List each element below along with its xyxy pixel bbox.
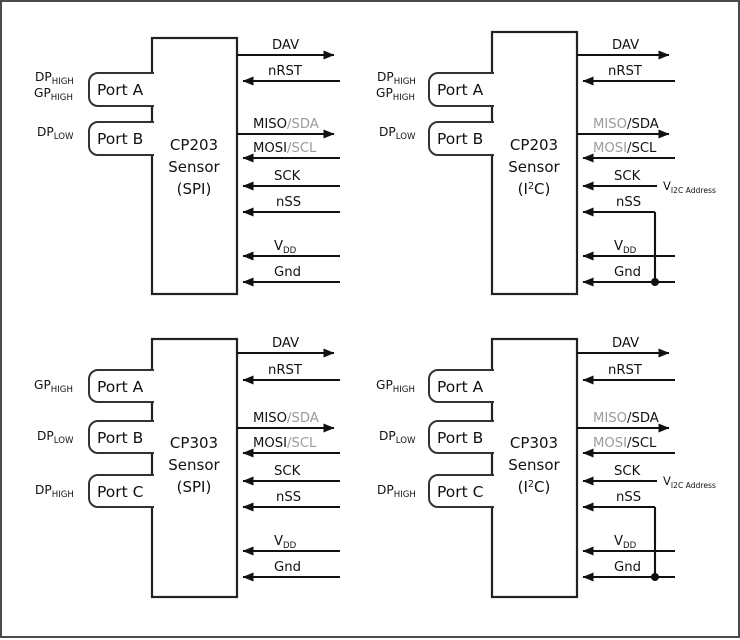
signal-vdd-tl: VDD: [274, 239, 297, 256]
signal-mosi-scl-bl: MOSI/SCL: [253, 436, 317, 451]
signal-nrst-br: nRST: [608, 363, 643, 378]
chip-interface-br: (I2C): [518, 478, 551, 496]
signal-nrst-bl: nRST: [268, 363, 303, 378]
signal-gnd-br: Gnd: [614, 560, 641, 575]
junction-dot-gnd-br: [651, 573, 659, 581]
panel-cp303-i2c: Port A Port B Port C GPHIGH DPLOW DPHIGH…: [372, 321, 740, 640]
signal-miso-sda-tr: MISO/SDA: [593, 117, 659, 132]
chip-name-bl: CP303: [170, 434, 218, 452]
port-a-label-tr: Port A: [437, 81, 484, 99]
chip-name-tr: CP203: [510, 136, 558, 154]
chip-sensor-tl: Sensor: [168, 158, 220, 176]
signal-dav-tr: DAV: [612, 38, 639, 53]
chip-sensor-br: Sensor: [508, 456, 560, 474]
junction-dot-gnd-tr: [651, 278, 659, 286]
port-b-label-tr: Port B: [437, 130, 483, 148]
port-a-label-bl: Port A: [97, 378, 144, 396]
signal-gnd-tl: Gnd: [274, 265, 301, 280]
port-c-tag-dp-high-bl: DPHIGH: [35, 483, 74, 500]
signal-sck-bl: SCK: [274, 464, 301, 479]
signal-gnd-bl: Gnd: [274, 560, 301, 575]
signal-dav-bl: DAV: [272, 336, 299, 351]
panel-cp203-spi: Port A Port B DPHIGH GPHIGH DPLOW DAV nR…: [2, 2, 372, 321]
port-a-tag-gp-high-br: GPHIGH: [376, 378, 415, 395]
chip-name-tl: CP203: [170, 136, 218, 154]
port-a-tag-gp-high-tr: GPHIGH: [376, 86, 415, 103]
signal-nrst-tr: nRST: [608, 64, 643, 79]
port-b-tag-dp-low-tr: DPLOW: [379, 125, 416, 142]
signal-mosi-scl-br: MOSI/SCL: [593, 436, 657, 451]
port-a-tag-gp-high-tl: GPHIGH: [34, 86, 73, 103]
port-b-tag-dp-low-bl: DPLOW: [37, 429, 74, 446]
port-c-tag-dp-high-br: DPHIGH: [377, 483, 416, 500]
port-a-tag-dp-high-tr: DPHIGH: [377, 70, 416, 87]
i2c-address-label-tr: VI2C Address: [663, 179, 716, 195]
signal-nss-br: nSS: [616, 490, 641, 505]
signal-vdd-br: VDD: [614, 534, 637, 551]
port-c-label-br: Port C: [437, 483, 483, 501]
port-b-tag-dp-low-tl: DPLOW: [37, 125, 74, 142]
signal-dav-tl: DAV: [272, 38, 299, 53]
port-b-label-tl: Port B: [97, 130, 143, 148]
signal-sck-br: SCK: [614, 464, 641, 479]
panel-cp303-spi: Port A Port B Port C GPHIGH DPLOW DPHIGH…: [2, 321, 372, 640]
signal-vdd-tr: VDD: [614, 239, 637, 256]
signal-sck-tr: SCK: [614, 169, 641, 184]
port-a-label-br: Port A: [437, 378, 484, 396]
signal-dav-br: DAV: [612, 336, 639, 351]
signal-mosi-scl-tl: MOSI/SCL: [253, 141, 317, 156]
signal-mosi-scl-tr: MOSI/SCL: [593, 141, 657, 156]
port-b-tag-dp-low-br: DPLOW: [379, 429, 416, 446]
signal-nrst-tl: nRST: [268, 64, 303, 79]
port-a-tag-dp-high-tl: DPHIGH: [35, 70, 74, 87]
chip-name-br: CP303: [510, 434, 558, 452]
port-a-label-tl: Port A: [97, 81, 144, 99]
signal-sck-tl: SCK: [274, 169, 301, 184]
signal-miso-sda-bl: MISO/SDA: [253, 411, 319, 426]
chip-sensor-tr: Sensor: [508, 158, 560, 176]
signal-nss-tl: nSS: [276, 195, 301, 210]
port-c-label-bl: Port C: [97, 483, 143, 501]
panel-cp203-i2c: Port A Port B DPHIGH GPHIGH DPLOW DAV nR…: [372, 2, 740, 321]
port-b-label-bl: Port B: [97, 429, 143, 447]
port-a-tag-gp-high-bl: GPHIGH: [34, 378, 73, 395]
signal-miso-sda-tl: MISO/SDA: [253, 117, 319, 132]
chip-interface-bl: (SPI): [177, 478, 212, 496]
chip-interface-tr: (I2C): [518, 180, 551, 198]
signal-vdd-bl: VDD: [274, 534, 297, 551]
signal-nss-tr: nSS: [616, 195, 641, 210]
port-b-label-br: Port B: [437, 429, 483, 447]
chip-interface-tl: (SPI): [177, 180, 212, 198]
chip-sensor-bl: Sensor: [168, 456, 220, 474]
signal-nss-bl: nSS: [276, 490, 301, 505]
signal-gnd-tr: Gnd: [614, 265, 641, 280]
i2c-address-label-br: VI2C Address: [663, 474, 716, 490]
signal-miso-sda-br: MISO/SDA: [593, 411, 659, 426]
